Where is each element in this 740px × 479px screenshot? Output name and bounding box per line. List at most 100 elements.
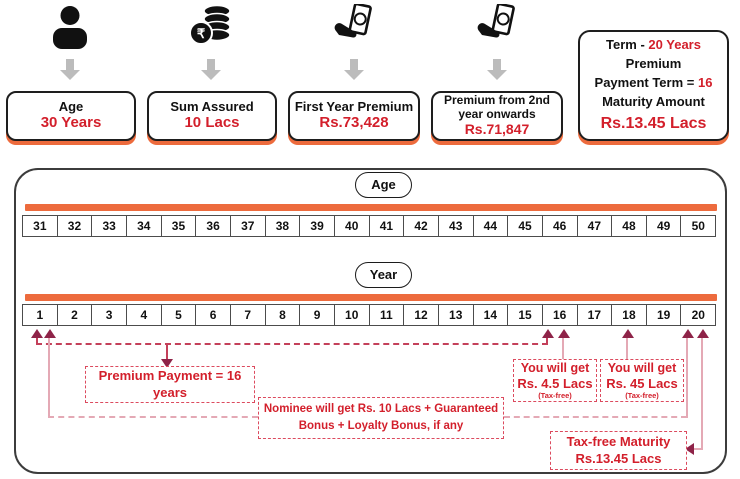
year16-left-arrow-icon bbox=[542, 329, 554, 338]
year-cell: 10 bbox=[333, 304, 370, 326]
year-orange-bar bbox=[25, 294, 717, 301]
age-cell: 38 bbox=[264, 215, 301, 237]
age-pill: Age bbox=[355, 172, 412, 198]
connector-line bbox=[701, 338, 703, 450]
note-text: You will get bbox=[520, 360, 590, 375]
first-year-premium-card: First Year Premium Rs.73,428 bbox=[288, 91, 420, 141]
nominee-left-dashed-line bbox=[48, 416, 258, 418]
maturity-value: Rs.13.45 Lacs bbox=[600, 114, 707, 132]
age-cell: 32 bbox=[56, 215, 93, 237]
age-cell: 40 bbox=[333, 215, 370, 237]
maturity-note: Tax-free Maturity Rs.13.45 Lacs bbox=[550, 431, 687, 470]
maturity-box-arrow-icon bbox=[685, 443, 694, 455]
year-cell: 6 bbox=[195, 304, 231, 326]
note-text: Bonus + Loyalty Bonus, if any bbox=[298, 420, 464, 432]
age-cell: 48 bbox=[611, 215, 647, 237]
age-cell: 35 bbox=[160, 215, 197, 237]
down-arrow-icon bbox=[344, 59, 364, 80]
connector-line bbox=[692, 448, 703, 450]
year-pill: Year bbox=[355, 262, 412, 288]
age-cell: 31 bbox=[22, 215, 58, 237]
maturity-label: Maturity Amount bbox=[602, 93, 705, 109]
term-summary-card: Term - 20 Years Premium Payment Term = 1… bbox=[578, 30, 729, 141]
year-cell: 1 bbox=[22, 304, 58, 326]
note-text: Rs. 45 Lacs bbox=[606, 375, 678, 391]
term-label: Term - bbox=[606, 37, 645, 53]
age-cell: 43 bbox=[437, 215, 474, 237]
person-icon bbox=[53, 6, 87, 49]
connector-line bbox=[166, 345, 168, 360]
connector-line bbox=[36, 338, 38, 345]
nominee-note: Nominee will get Rs. 10 Lacs + Guarantee… bbox=[258, 397, 504, 439]
year1-left-arrow-icon bbox=[31, 329, 43, 338]
benefit-year16-note: You will get Rs. 4.5 Lacs (Tax-free) bbox=[513, 359, 597, 402]
year-cell: 2 bbox=[56, 304, 93, 326]
age-cell: 33 bbox=[91, 215, 127, 237]
card-label: Age bbox=[58, 98, 84, 114]
year-cell: 17 bbox=[576, 304, 613, 326]
note-text: Premium Payment = 16 years bbox=[98, 368, 242, 400]
year20-right-arrow-icon bbox=[697, 329, 709, 338]
note-text: (Tax-free) bbox=[538, 391, 572, 400]
rupee-glyph: ₹ bbox=[197, 26, 206, 41]
year-cell: 19 bbox=[645, 304, 682, 326]
note-text: Tax-free Maturity bbox=[566, 434, 671, 450]
premium-word: Premium bbox=[625, 56, 682, 72]
down-arrow-icon bbox=[487, 59, 507, 80]
sum-assured-card: Sum Assured 10 Lacs bbox=[147, 91, 277, 141]
down-arrow-icon bbox=[60, 59, 80, 80]
year-cell: 16 bbox=[541, 304, 578, 326]
year16-right-arrow-icon bbox=[558, 329, 570, 338]
connector-line bbox=[546, 338, 548, 345]
card-label: Sum Assured bbox=[170, 98, 254, 114]
age-cell: 46 bbox=[541, 215, 578, 237]
connector-line bbox=[48, 338, 50, 418]
year-cell: 3 bbox=[91, 304, 127, 326]
payment-term-value: 16 bbox=[698, 74, 713, 90]
down-arrow-icon bbox=[201, 59, 221, 80]
year-cell: 7 bbox=[229, 304, 266, 326]
age-cell: 49 bbox=[645, 215, 682, 237]
year18-arrow-icon bbox=[622, 329, 634, 338]
year-cell: 15 bbox=[507, 304, 543, 326]
age-cell: 44 bbox=[472, 215, 509, 237]
age-cell: 50 bbox=[680, 215, 717, 237]
year-cell: 5 bbox=[160, 304, 197, 326]
year1-right-arrow-icon bbox=[44, 329, 56, 338]
connector-line bbox=[626, 338, 628, 360]
benefit-year18-note: You will get Rs. 45 Lacs (Tax-free) bbox=[600, 359, 684, 402]
age-cell: 47 bbox=[576, 215, 613, 237]
rupee-coins-icon: ₹ bbox=[189, 4, 231, 45]
card-value: Rs.73,428 bbox=[319, 114, 389, 132]
year-cell: 9 bbox=[299, 304, 335, 326]
age-cell: 36 bbox=[195, 215, 231, 237]
premium-box-arrow-icon bbox=[161, 359, 173, 368]
year-cell: 14 bbox=[472, 304, 509, 326]
year-cell: 12 bbox=[403, 304, 439, 326]
note-text: Rs. 4.5 Lacs bbox=[517, 375, 593, 391]
year-cell: 8 bbox=[264, 304, 301, 326]
note-text: You will get bbox=[607, 360, 677, 375]
note-text: Nominee will get Rs. 10 Lacs + Guarantee… bbox=[263, 402, 499, 415]
connector-line bbox=[562, 338, 564, 360]
age-cell: 41 bbox=[368, 215, 405, 237]
premium-payment-note: Premium Payment = 16 years bbox=[85, 366, 255, 403]
year-cell: 13 bbox=[437, 304, 474, 326]
nominee-right-dashed-line bbox=[504, 416, 687, 418]
card-label: Premium from 2nd year onwards bbox=[443, 92, 551, 121]
card-value: 30 Years bbox=[40, 114, 102, 132]
year-cell: 11 bbox=[368, 304, 405, 326]
renewal-premium-card: Premium from 2nd year onwards Rs.71,847 bbox=[431, 91, 563, 141]
card-label: First Year Premium bbox=[294, 98, 414, 114]
age-cell: 45 bbox=[507, 215, 543, 237]
payment-term-line: Payment Term = 16 bbox=[595, 74, 713, 93]
premium-years-dashed-line bbox=[36, 343, 548, 345]
age-card: Age 30 Years bbox=[6, 91, 136, 141]
age-cell: 42 bbox=[403, 215, 439, 237]
card-value: 10 Lacs bbox=[184, 114, 240, 132]
connector-line bbox=[686, 338, 688, 418]
age-orange-bar bbox=[25, 204, 717, 211]
